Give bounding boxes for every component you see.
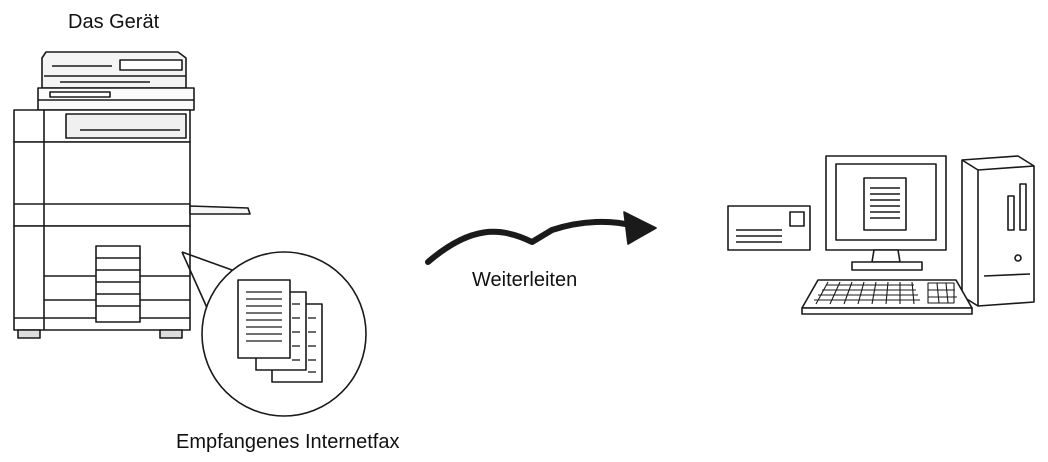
callout-line-upper <box>181 251 233 271</box>
multifunction-printer-icon <box>13 51 251 339</box>
received-fax-label: Empfangenes Internetfax <box>176 431 400 453</box>
desktop-computer-icon <box>801 155 1035 315</box>
forward-arrow-icon <box>425 211 657 265</box>
forward-label: Weiterleiten <box>472 269 578 291</box>
envelope-icon <box>727 205 811 251</box>
callout-line-lower <box>181 251 209 311</box>
documents-icon <box>201 251 367 417</box>
device-label: Das Gerät <box>68 11 160 33</box>
